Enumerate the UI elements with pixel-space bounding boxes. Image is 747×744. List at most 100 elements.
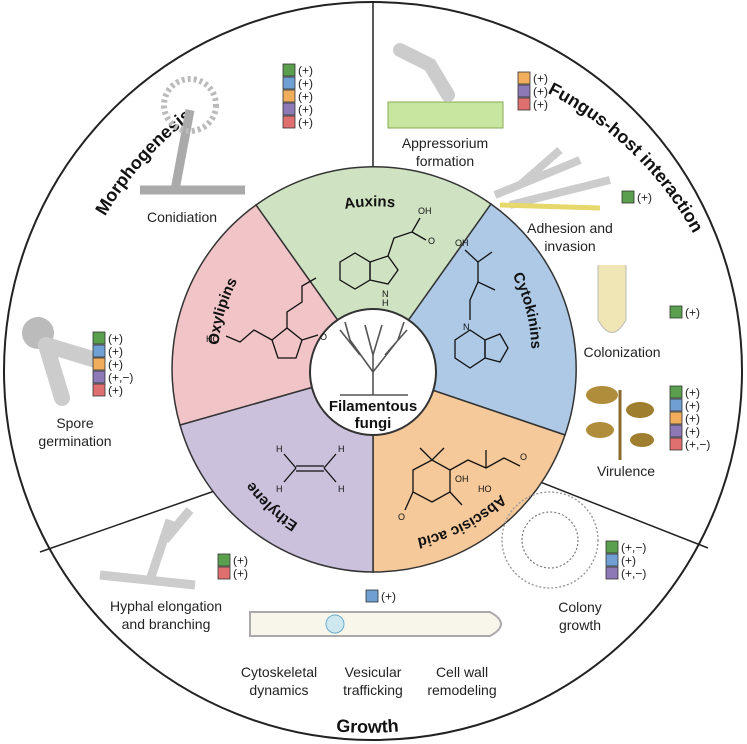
label-cytoskeletal-line2: dynamics: [249, 682, 308, 698]
effect-text: (+): [298, 103, 313, 117]
effect-key-square: [605, 553, 619, 567]
center-label-line1: Filamentous: [329, 398, 417, 415]
root-icon: [597, 265, 627, 333]
effect-text: (+): [298, 116, 313, 130]
effect-text: (+): [685, 386, 700, 400]
effect-key-square: [605, 540, 619, 554]
effect-key-square: [669, 398, 683, 412]
hyphae-icon: [99, 507, 196, 590]
oxylipin-structure-icon: [225, 277, 319, 359]
effect-text: (+): [298, 90, 313, 104]
effect-text: (+,−): [621, 541, 646, 555]
effect-key-square: [669, 411, 683, 425]
effect-key-square: [669, 305, 683, 319]
effect-key-square: [669, 385, 683, 399]
sector-abscisic-acid: [372, 368, 566, 573]
label-appressorium-line2: formation: [416, 153, 474, 169]
effect-legend-adhesion: (+): [621, 190, 652, 205]
aba-oh-label: OH: [455, 474, 469, 484]
effect-legend-colonization: (+): [669, 305, 700, 320]
sector-ethylene: [179, 369, 374, 573]
appressorium-icon: [387, 43, 504, 129]
aba-o-label: O: [520, 452, 527, 462]
effect-key-square: [92, 357, 106, 371]
effect-legend-conidiation: (+)(+)(+)(+)(+): [282, 64, 313, 130]
center-label-line2: fungi: [355, 415, 392, 432]
oxylipin-ho-label: HO: [206, 334, 220, 344]
label-spore-line2: germination: [38, 433, 111, 449]
label-cellwall-line1: Cell wall: [436, 664, 488, 680]
auxin-oh-label: OH: [418, 206, 432, 216]
fungi-icon: [339, 321, 408, 396]
plant-icon: [586, 386, 654, 460]
label-adhesion-line1: Adhesion and: [527, 220, 613, 236]
conidiation-icon: [140, 76, 245, 195]
effect-key-square: [669, 437, 683, 451]
auxin-structure-icon: [339, 217, 427, 290]
aba-ketone-o-label: O: [398, 512, 405, 522]
spore-icon: [22, 317, 104, 406]
effect-key-square: [217, 566, 231, 580]
ethylene-h2-label: H: [276, 484, 283, 494]
label-appressorium-line1: Appressorium: [402, 135, 488, 151]
effect-legend-colony-growth: (+,−)(+)(+,−): [605, 540, 646, 581]
effect-key-square: [282, 115, 296, 129]
ethylene-h4-label: H: [338, 484, 345, 494]
colony-icon: [501, 491, 599, 589]
effect-legend-tip: (+): [365, 589, 396, 604]
effect-text: (+): [533, 85, 548, 99]
aba-ho-label: HO: [478, 484, 492, 494]
effect-text: (+): [233, 567, 248, 581]
ethylene-h3-label: H: [338, 444, 345, 454]
label-auxins: Auxins: [343, 193, 396, 213]
effect-key-square: [92, 383, 106, 397]
label-cellwall-line2: remodeling: [427, 682, 496, 698]
effect-text: (+): [233, 554, 248, 568]
effect-key-square: [605, 566, 619, 580]
effect-key-square: [92, 344, 106, 358]
effect-text: (+): [685, 399, 700, 413]
effect-text: (+,−): [685, 438, 710, 452]
label-colony-line1: Colony: [558, 599, 602, 615]
effect-key-square: [517, 97, 531, 111]
auxin-o-label: O: [428, 236, 435, 246]
effect-key-square: [282, 76, 296, 90]
abscisic-structure-icon: [404, 447, 521, 511]
effect-key-square: [365, 589, 379, 603]
label-colony-line2: growth: [559, 617, 601, 633]
effect-legend-hyphal: (+)(+): [217, 554, 248, 581]
section-growth: Growth: [336, 715, 400, 736]
effect-legend-appressorium: (+)(+)(+): [517, 72, 548, 112]
effect-legend-spore-germination: (+)(+)(+)(+,−)(+): [92, 332, 133, 398]
effect-text: (+): [637, 191, 652, 205]
effect-key-square: [92, 370, 106, 384]
effect-text: (+): [533, 98, 548, 112]
oxylipin-o-label: O: [320, 332, 327, 342]
effect-text: (+): [381, 590, 396, 604]
cytokinin-structure-icon: [454, 249, 509, 369]
label-cytoskeletal-line1: Cytoskeletal: [241, 664, 317, 680]
label-adhesion-line2: invasion: [544, 238, 595, 254]
effect-text: (+): [685, 425, 700, 439]
divider-left: [39, 479, 247, 553]
effect-text: (+): [108, 358, 123, 372]
effect-text: (+): [621, 554, 636, 568]
ethylene-structure-icon: [283, 453, 337, 483]
effect-key-square: [282, 89, 296, 103]
label-hyphal-line1: Hyphal elongation: [110, 598, 222, 614]
label-conidiation: Conidiation: [147, 209, 217, 225]
effect-text: (+): [108, 345, 123, 359]
cytokinin-n-label: N: [463, 322, 470, 332]
label-spore-line1: Spore: [56, 415, 94, 431]
effect-text: (+,−): [108, 371, 133, 385]
effect-key-square: [517, 84, 531, 98]
adhesion-icon: [493, 146, 611, 211]
auxin-h-label: H: [382, 298, 389, 308]
label-vesicular-line1: Vesicular: [345, 664, 402, 680]
effect-text: (+): [298, 64, 313, 78]
label-virulence: Virulence: [597, 463, 655, 479]
label-vesicular-line2: trafficking: [343, 682, 403, 698]
effect-key-square: [621, 190, 635, 204]
